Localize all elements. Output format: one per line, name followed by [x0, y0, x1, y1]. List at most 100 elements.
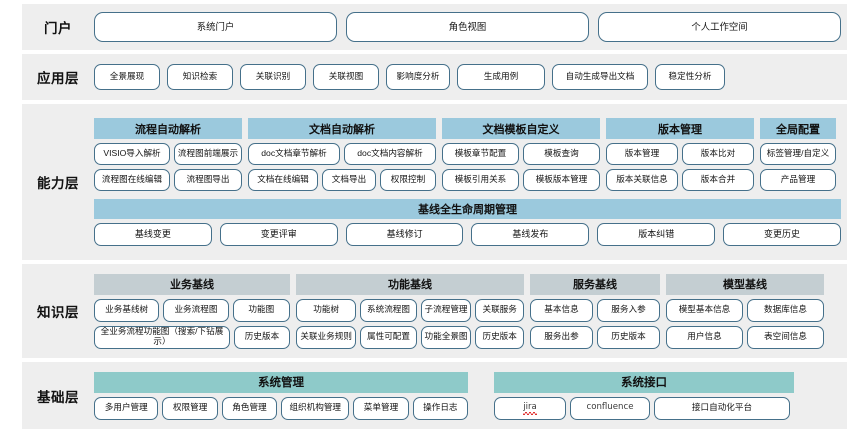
app-item-generate-cases[interactable]: 生成用例 [457, 64, 545, 90]
know-item-subprocess-mgmt[interactable]: 子流程管理 [420, 298, 472, 322]
group-row: 模板章节配置 模板查询 [442, 143, 600, 165]
base-item-operation-log[interactable]: 操作日志 [412, 396, 468, 420]
layer-body-portal: 系统门户 角色视图 个人工作空间 [94, 12, 847, 42]
know-item-related-business-rule[interactable]: 关联业务规则 [296, 325, 357, 349]
base-item-permission-mgmt[interactable]: 权限管理 [162, 396, 218, 420]
know-item-history-version-service[interactable]: 历史版本 [597, 325, 660, 349]
know-item-function-panorama[interactable]: 功能全景图 [420, 325, 472, 349]
lifecycle-item-change-review[interactable]: 变更评审 [219, 223, 338, 246]
lifecycle-item-baseline-change[interactable]: 基线变更 [94, 223, 212, 246]
knowledge-group-function-baseline: 功能基线 功能树 系统流程图 子流程管理 关联服务 关联业务规则 属性可配置 功… [296, 273, 524, 349]
group-header-function-baseline: 功能基线 [296, 273, 524, 295]
group-row: 关联业务规则 属性可配置 功能全景图 历史版本 [296, 325, 524, 349]
know-item-history-version-business[interactable]: 历史版本 [234, 325, 290, 349]
know-item-service-output-param[interactable]: 服务出参 [530, 325, 593, 349]
app-item-stability-analysis[interactable]: 稳定性分析 [655, 64, 725, 90]
group-row: 版本管理 版本比对 [606, 143, 754, 165]
group-row: 版本关联信息 版本合并 [606, 169, 754, 191]
know-item-service-input-param[interactable]: 服务入参 [597, 298, 660, 322]
lifecycle-item-version-correction[interactable]: 版本纠错 [597, 223, 716, 246]
group-row: 基本信息 服务入参 [530, 298, 660, 322]
group-row: 文档在线编辑 文档导出 权限控制 [248, 169, 436, 191]
portal-item-system[interactable]: 系统门户 [94, 12, 337, 42]
base-item-org-structure-mgmt[interactable]: 组织机构管理 [281, 396, 350, 420]
cap-item-version-mgmt[interactable]: 版本管理 [606, 143, 678, 165]
cap-item-doc-chapter-parse[interactable]: doc文档章节解析 [248, 143, 340, 165]
know-item-tablespace-info[interactable]: 表空间信息 [747, 325, 824, 349]
group-row: 模型基本信息 数据库信息 [666, 298, 824, 322]
lifecycle-item-baseline-release[interactable]: 基线发布 [471, 223, 590, 246]
app-item-panorama[interactable]: 全景展现 [94, 64, 160, 90]
base-item-role-mgmt[interactable]: 角色管理 [221, 396, 278, 420]
group-row: 用户信息 表空间信息 [666, 325, 824, 349]
know-item-model-basic-info[interactable]: 模型基本信息 [666, 298, 743, 322]
cap-item-version-merge[interactable]: 版本合并 [682, 169, 754, 191]
know-item-database-info[interactable]: 数据库信息 [747, 298, 824, 322]
cap-item-visio-import-parse[interactable]: VISIO导入解析 [94, 143, 170, 165]
know-item-history-version-function[interactable]: 历史版本 [475, 325, 524, 349]
group-row: VISIO导入解析 流程图前端展示 [94, 143, 242, 165]
layer-label-knowledge: 知识层 [37, 305, 79, 320]
know-item-business-flow-chart[interactable]: 业务流程图 [163, 298, 229, 322]
know-item-full-business-flow-function-chart[interactable]: 全业务流程功能图（搜索/下钻展示） [94, 325, 230, 349]
cap-item-permission-control[interactable]: 权限控制 [380, 169, 436, 191]
base-item-interface-automation-platform[interactable]: 接口自动化平台 [654, 396, 790, 420]
know-item-business-baseline-tree[interactable]: 业务基线树 [94, 298, 160, 322]
cap-item-flow-export[interactable]: 流程图导出 [174, 169, 242, 191]
cap-item-template-version-mgmt[interactable]: 模板版本管理 [523, 169, 600, 191]
know-item-system-flow-chart[interactable]: 系统流程图 [360, 298, 417, 322]
cap-item-template-reference[interactable]: 模板引用关系 [442, 169, 519, 191]
base-item-jira[interactable]: jira [494, 396, 566, 420]
cap-item-version-relation-info[interactable]: 版本关联信息 [606, 169, 678, 191]
group-header-system-mgmt: 系统管理 [94, 371, 468, 393]
layer-label-application: 应用层 [37, 71, 79, 86]
cap-item-product-mgmt[interactable]: 产品管理 [760, 169, 836, 191]
know-item-related-service[interactable]: 关联服务 [475, 298, 524, 322]
group-header-global-config: 全局配置 [760, 118, 836, 139]
group-header-baseline-lifecycle: 基线全生命周期管理 [94, 199, 841, 219]
group-header-doc-template: 文档模板自定义 [442, 118, 600, 139]
portal-item-role-view[interactable]: 角色视图 [346, 12, 589, 42]
lifecycle-item-baseline-revision[interactable]: 基线修订 [345, 223, 464, 246]
group-header-service-baseline: 服务基线 [530, 273, 660, 295]
layer-band-portal: 门户 系统门户 角色视图 个人工作空间 [22, 4, 847, 50]
portal-item-personal-workspace[interactable]: 个人工作空间 [598, 12, 841, 42]
group-row: 标签管理/自定义 [760, 143, 836, 165]
app-item-relation-view[interactable]: 关联视图 [313, 64, 379, 90]
capability-group-global-config: 全局配置 标签管理/自定义 产品管理 [760, 118, 836, 191]
app-item-auto-export-doc[interactable]: 自动生成导出文档 [552, 64, 648, 90]
layer-band-foundation: 基础层 系统管理 多用户管理 权限管理 角色管理 组织机构管理 菜单管理 操作日… [22, 362, 847, 429]
app-item-relation-recognition[interactable]: 关联识别 [240, 64, 306, 90]
capability-group-row: 流程自动解析 VISIO导入解析 流程图前端展示 流程图在线编辑 流程图导出 文… [94, 118, 841, 191]
lifecycle-item-change-history[interactable]: 变更历史 [723, 223, 841, 246]
cap-item-doc-content-parse[interactable]: doc文档内容解析 [344, 143, 436, 165]
group-header-process-parsing: 流程自动解析 [94, 118, 242, 139]
know-item-function-tree[interactable]: 功能树 [296, 298, 357, 322]
foundation-group-system-mgmt: 系统管理 多用户管理 权限管理 角色管理 组织机构管理 菜单管理 操作日志 [94, 371, 468, 420]
group-row: 多用户管理 权限管理 角色管理 组织机构管理 菜单管理 操作日志 [94, 396, 468, 420]
group-row: 业务基线树 业务流程图 功能图 [94, 298, 290, 322]
group-row: 模板引用关系 模板版本管理 [442, 169, 600, 191]
cap-item-version-compare[interactable]: 版本比对 [682, 143, 754, 165]
base-item-confluence[interactable]: confluence [570, 396, 650, 420]
cap-item-tag-mgmt-custom[interactable]: 标签管理/自定义 [760, 143, 836, 165]
cap-item-template-query[interactable]: 模板查询 [523, 143, 600, 165]
app-item-impact-analysis[interactable]: 影响度分析 [386, 64, 450, 90]
know-item-attribute-configurable[interactable]: 属性可配置 [360, 325, 417, 349]
application-button-row: 全景展现 知识检索 关联识别 关联视图 影响度分析 生成用例 自动生成导出文档 … [94, 64, 841, 90]
cap-item-flow-frontend-display[interactable]: 流程图前端展示 [174, 143, 242, 165]
layer-body-knowledge: 业务基线 业务基线树 业务流程图 功能图 全业务流程功能图（搜索/下钻展示） 历… [94, 273, 847, 349]
cap-item-flow-online-edit[interactable]: 流程图在线编辑 [94, 169, 170, 191]
know-item-function-chart[interactable]: 功能图 [232, 298, 290, 322]
know-item-basic-info[interactable]: 基本信息 [530, 298, 593, 322]
layer-label-foundation: 基础层 [37, 389, 79, 405]
base-item-multi-user-mgmt[interactable]: 多用户管理 [94, 396, 159, 420]
app-item-knowledge-search[interactable]: 知识检索 [167, 64, 233, 90]
group-row: 服务出参 历史版本 [530, 325, 660, 349]
know-item-user-info[interactable]: 用户信息 [666, 325, 743, 349]
cap-item-doc-online-edit[interactable]: 文档在线编辑 [248, 169, 318, 191]
base-item-menu-mgmt[interactable]: 菜单管理 [353, 396, 409, 420]
knowledge-group-row: 业务基线 业务基线树 业务流程图 功能图 全业务流程功能图（搜索/下钻展示） 历… [94, 273, 841, 349]
cap-item-template-chapter-config[interactable]: 模板章节配置 [442, 143, 519, 165]
cap-item-doc-export[interactable]: 文档导出 [322, 169, 376, 191]
